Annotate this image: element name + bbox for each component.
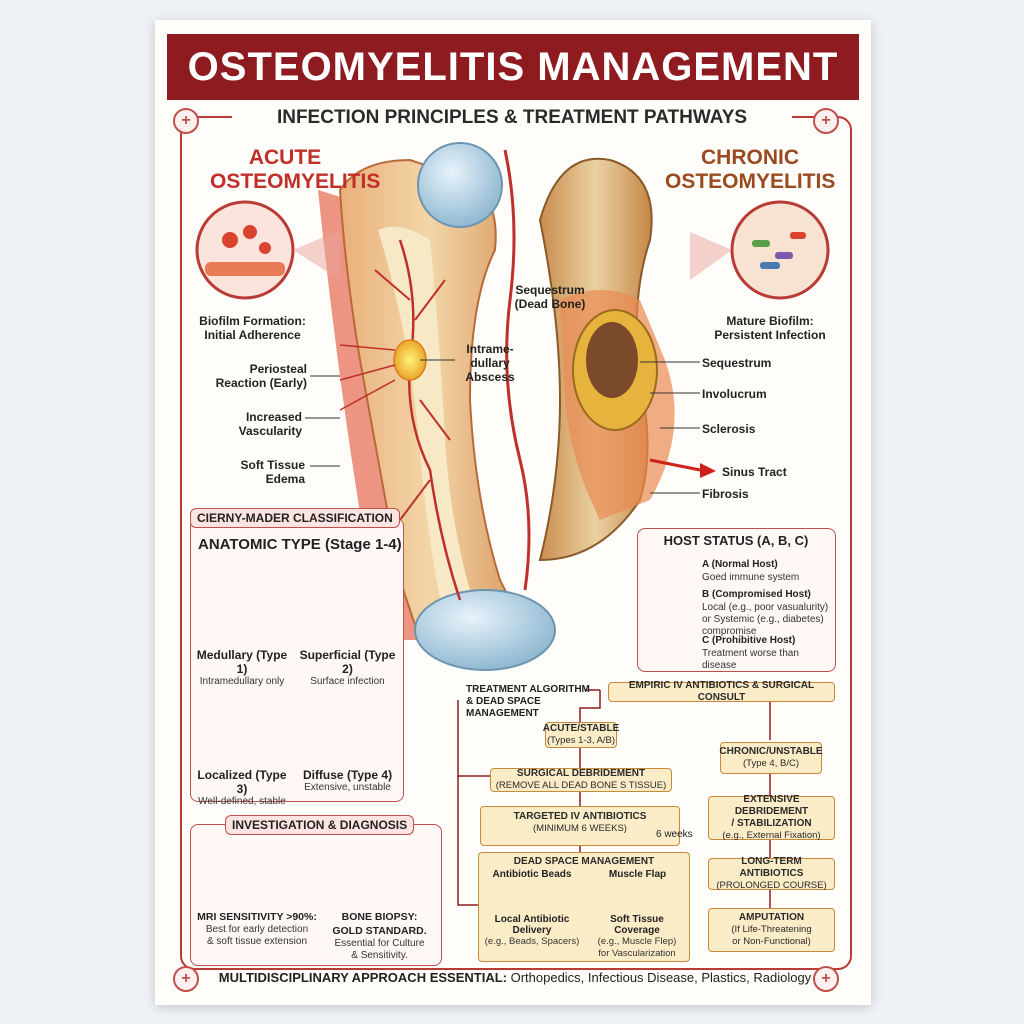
vascularity-label: Increased Vascularity [238, 410, 302, 438]
host-item-desc: Treatment worse than disease [702, 648, 799, 671]
footer-note: MULTIDISCIPLINARY APPROACH ESSENTIAL: Or… [185, 970, 845, 985]
host-status-title: HOST STATUS (A, B, C) [663, 533, 809, 548]
footer-bold: MULTIDISCIPLINARY APPROACH ESSENTIAL: [218, 970, 507, 985]
corner-cross-icon: + [813, 108, 839, 134]
abscess-label: Intrame- dullary Abscess [465, 342, 515, 384]
biopsy-block: BONE BIOPSY: GOLD STANDARD. Essential fo… [322, 910, 437, 962]
beads-desc-title: Local Antibiotic Delivery [494, 914, 570, 936]
investigation-header: INVESTIGATION & DIAGNOSIS [225, 815, 415, 835]
involucrum-label: Involucrum [702, 387, 767, 401]
cierny-type-name: Diffuse (Type 4) [302, 768, 393, 782]
chronic-title-line1: CHRONIC [701, 146, 799, 169]
cierny-type-desc: Surface infection [310, 676, 385, 687]
mri-title: MRI SENSITIVITY >90%: [197, 911, 317, 923]
six-weeks-label: 6 weeks [656, 829, 693, 840]
chronic-unstable-sub: (Type 4, B/C) [743, 758, 799, 769]
surgical-debridement-node: SURGICAL DEBRIDEMENT (REMOVE ALL DEAD BO… [490, 768, 672, 792]
cierny-type-3: Localized (Type 3) Well-defined, stable [192, 768, 292, 808]
flap-desc-text: (e.g., Muscle Flep) for Vascularization [597, 936, 677, 959]
cierny-type-name: Superficial (Type 2) [299, 648, 396, 676]
biopsy-desc: Essential for Culture & Sensitivity. [334, 938, 425, 961]
extensive-debridement-sub: (e.g., External Fixation) [722, 830, 821, 841]
host-item-name: C (Prohibitive Host) [702, 635, 796, 646]
corner-cross-icon: + [813, 966, 839, 992]
sclerosis-label: Sclerosis [702, 422, 756, 436]
mri-desc: Best for early detection & soft tissue e… [205, 924, 309, 947]
sinus-tract-label: Sinus Tract [722, 465, 787, 479]
acute-title-line1: ACUTE [248, 146, 322, 169]
host-item-a: A (Normal Host) Goed immune system [702, 558, 832, 584]
fibrosis-label: Fibrosis [702, 487, 749, 501]
page-title: OSTEOMYELITIS MANAGEMENT [167, 34, 859, 100]
beads-desc: Local Antibiotic Delivery (e.g., Beads, … [482, 914, 582, 948]
periosteal-label: Periosteal Reaction (Early) [215, 362, 307, 390]
dead-space-title: DEAD SPACE MANAGEMENT [513, 856, 655, 867]
targeted-iv-node: TARGETED IV ANTIBIOTICS (MINIMUM 6 WEEKS… [480, 806, 680, 846]
flap-label: Muscle Flap [608, 869, 667, 880]
corner-cross-icon: + [173, 966, 199, 992]
host-item-name: A (Normal Host) [702, 559, 778, 570]
host-item-c: C (Prohibitive Host) Treatment worse tha… [702, 634, 832, 672]
edema-label: Soft Tissue Edema [240, 458, 305, 486]
cierny-mader-header: CIERNY-MADER CLASSIFICATION [190, 508, 400, 528]
biopsy-title: BONE BIOPSY: GOLD STANDARD. [332, 911, 427, 937]
flap-desc: Soft Tissue Coverage (e.g., Muscle Flep)… [587, 914, 687, 960]
acute-stable-title: ACUTE/STABLE [542, 723, 620, 734]
extensive-debridement-node: EXTENSIVE DEBRIDEMENT / STABILIZATION (e… [708, 794, 835, 841]
cierny-type-name: Localized (Type 3) [197, 768, 287, 796]
cierny-type-1: Medullary (Type 1) Intramedullary only [192, 648, 292, 688]
chronic-title-line2: OSTEOMYELITIS [665, 170, 836, 193]
beads-desc-text: (e.g., Beads, Spacers) [484, 936, 580, 947]
amputation-title: AMPUTATION [738, 912, 805, 923]
cierny-type-2: Superficial (Type 2) Surface infection [295, 648, 400, 688]
cierny-mader-box [190, 518, 404, 802]
long-term-sub: (PROLONGED COURSE) [716, 880, 827, 891]
acute-biofilm-label: Biofilm Formation: Initial Adherence [199, 314, 306, 342]
beads-label: Antibiotic Beads [492, 869, 572, 880]
corner-cross-icon: + [173, 108, 199, 134]
amputation-node: AMPUTATION (If Life-Threatening or Non-F… [708, 908, 835, 952]
host-item-desc: Goed immune system [702, 572, 800, 583]
anatomic-type-title: ANATOMIC TYPE (Stage 1-4) [198, 536, 402, 553]
chronic-unstable-title: CHRONIC/UNSTABLE [719, 746, 823, 757]
extensive-debridement-title: EXTENSIVE DEBRIDEMENT / STABILIZATION [731, 794, 812, 829]
investigation-box [190, 824, 442, 966]
cierny-type-desc: Intramedullary only [199, 676, 285, 687]
chronic-title: CHRONIC OSTEOMYELITIS [665, 146, 835, 194]
targeted-iv-sub: (MINIMUM 6 WEEKS) [533, 823, 627, 834]
targeted-iv-title: TARGETED IV ANTIBIOTICS [513, 811, 647, 822]
dead-space-node: DEAD SPACE MANAGEMENT [478, 852, 690, 962]
chronic-biofilm-label: Mature Biofilm: Persistent Infection [714, 314, 826, 342]
sequestrum-label: Sequestrum [702, 356, 772, 370]
long-term-antibiotics-node: LONG-TERM ANTIBIOTICS (PROLONGED COURSE) [708, 856, 835, 891]
footer-rest: Orthopedics, Infectious Disease, Plastic… [506, 970, 812, 985]
debridement-title: SURGICAL DEBRIDEMENT [516, 768, 646, 779]
mri-block: MRI SENSITIVITY >90%: Best for early det… [192, 910, 322, 948]
long-term-title: LONG-TERM ANTIBIOTICS [739, 856, 804, 879]
host-item-desc: Local (e.g., poor vasualurity) or System… [702, 602, 829, 637]
cierny-type-desc: Well-defined, stable [198, 796, 286, 807]
empiric-antibiotics-node: EMPIRIC IV ANTIBIOTICS & SURGICAL CONSUL… [608, 680, 835, 703]
cierny-type-4: Diffuse (Type 4) Extensive, unstable [295, 768, 400, 794]
algorithm-label: TREATMENT ALGORITHM & DEAD SPACE MANAGEM… [466, 684, 590, 719]
host-item-name: B (Compromised Host) [702, 589, 811, 600]
acute-title: ACUTE OSTEOMYELITIS [210, 146, 380, 194]
cierny-type-desc: Extensive, unstable [304, 782, 391, 793]
host-status-box [637, 528, 836, 672]
page-subtitle: INFECTION PRINCIPLES & TREATMENT PATHWAY… [232, 104, 792, 132]
sequestrum-dead-label: Sequestrum (Dead Bone) [514, 283, 586, 311]
acute-stable-sub: (Types 1-3, A/B) [546, 735, 616, 746]
cierny-type-name: Medullary (Type 1) [196, 648, 288, 676]
flap-desc-title: Soft Tissue Coverage [610, 914, 664, 936]
chronic-unstable-node: CHRONIC/UNSTABLE (Type 4, B/C) [719, 742, 823, 774]
host-item-b: B (Compromised Host) Local (e.g., poor v… [702, 588, 832, 638]
acute-stable-node: ACUTE/STABLE (Types 1-3, A/B) [542, 722, 620, 748]
acute-title-line2: OSTEOMYELITIS [210, 170, 381, 193]
amputation-sub: (If Life-Threatening or Non-Functional) [731, 924, 812, 947]
debridement-sub: (REMOVE ALL DEAD BONE S TISSUE) [495, 780, 667, 791]
